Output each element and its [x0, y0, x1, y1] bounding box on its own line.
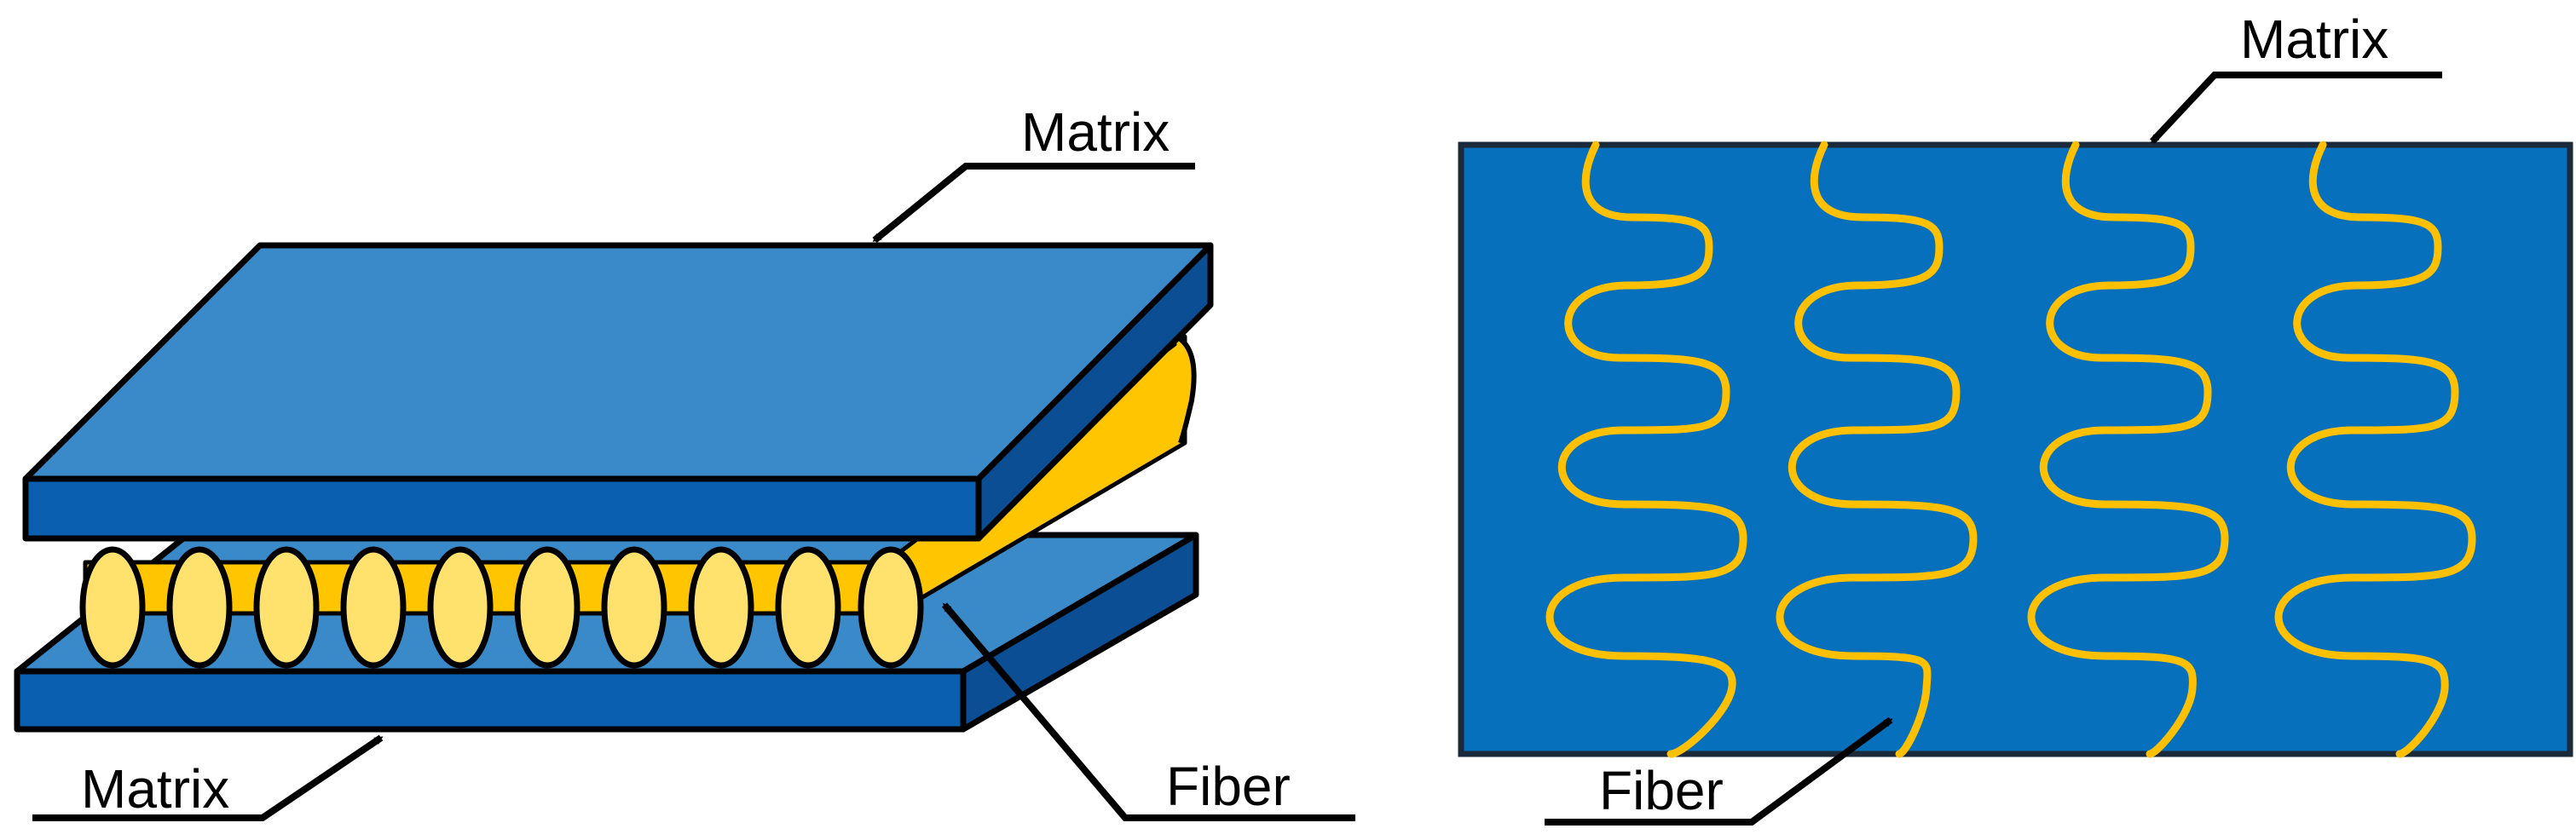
fiber-end — [688, 546, 754, 669]
fiber-callout — [941, 602, 1355, 821]
wavy-fiber — [1776, 141, 1978, 758]
fiber-end — [340, 546, 407, 669]
wavy-fiber-diagram: Matrix Fiber — [1458, 9, 2573, 826]
wavy-fiber — [2274, 141, 2476, 758]
wavy-fiber — [2027, 141, 2229, 758]
wavy-fiber — [1545, 141, 1747, 758]
bottom-matrix-label: Matrix — [81, 758, 229, 820]
fiber-label: Fiber — [1166, 756, 1291, 817]
matrix-panel — [1458, 141, 2573, 757]
fiber-end — [79, 546, 146, 669]
fiber-end — [601, 546, 667, 669]
fiber-label-right: Fiber — [1599, 760, 1724, 821]
top-matrix-label: Matrix — [1021, 101, 1170, 163]
fiber-leader — [941, 602, 1355, 821]
top-matrix-callout — [872, 163, 1195, 244]
bottom-plate-front-face — [14, 668, 967, 733]
fiber-end — [253, 546, 320, 669]
fiber-callout-right — [1545, 716, 1893, 826]
fiber-end — [427, 546, 494, 669]
wavy-fibers — [1545, 141, 2476, 758]
fiber-leader-right — [1545, 716, 1893, 826]
matrix-label-right: Matrix — [2240, 9, 2388, 70]
matrix-callout-right — [2150, 72, 2442, 144]
fiber-end — [775, 546, 841, 669]
fiber-ends — [79, 546, 924, 669]
top-matrix-plate — [22, 242, 1214, 542]
top-plate-front-face — [22, 475, 982, 542]
laminate-diagram: Matrix Matrix Fiber — [14, 101, 1355, 821]
bottom-matrix-callout — [32, 734, 384, 821]
fiber-end — [514, 546, 580, 669]
fiber-rear-bulge — [1175, 334, 1197, 444]
fiber-end — [166, 546, 233, 669]
matrix-leader-right — [2150, 72, 2442, 144]
bottom-matrix-leader — [32, 734, 384, 821]
top-matrix-leader — [872, 163, 1195, 244]
fiber-end — [858, 546, 924, 669]
